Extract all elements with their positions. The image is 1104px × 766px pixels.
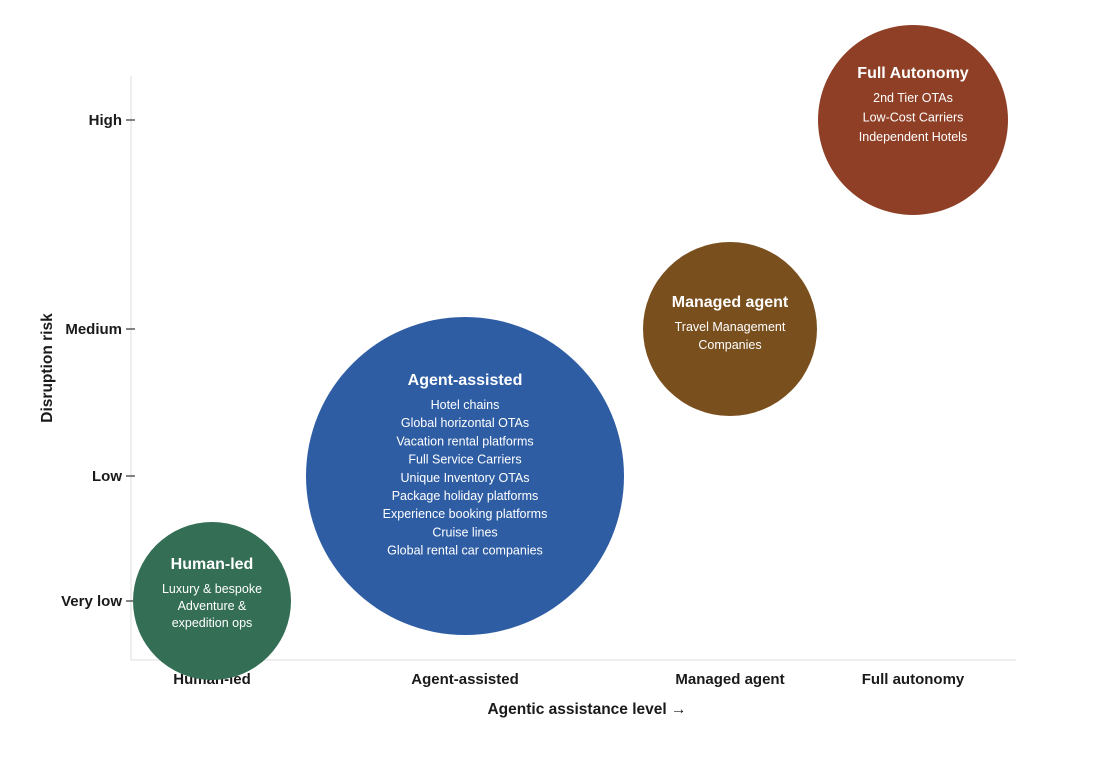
bubble-item-label: Cruise lines xyxy=(432,525,497,539)
y-tick-label: Very low xyxy=(61,593,122,610)
bubble-item-label: Full Service Carriers xyxy=(408,453,521,467)
bubble-item-label: 2nd Tier OTAs xyxy=(873,91,953,105)
bubble xyxy=(133,522,291,680)
y-ticks: Very low Low Medium High xyxy=(61,112,135,610)
y-tick-label: Low xyxy=(92,468,122,485)
bubble xyxy=(818,25,1008,215)
bubble-title: Human-led xyxy=(171,556,254,573)
bubble-item-label: Independent Hotels xyxy=(859,130,967,144)
bubble-title: Managed agent xyxy=(672,294,789,311)
bubble-item-label: Low-Cost Carriers xyxy=(863,111,964,125)
y-tick-label: Medium xyxy=(65,321,122,338)
bubble-item-label: Adventure & xyxy=(178,599,247,613)
bubble-title: Agent-assisted xyxy=(408,372,523,389)
bubble-item-label: Package holiday platforms xyxy=(392,489,539,503)
x-tick-label: Agent-assisted xyxy=(411,671,519,688)
bubble-item-label: Global rental car companies xyxy=(387,544,543,558)
bubble-item-label: Companies xyxy=(698,338,761,352)
y-tick-label: High xyxy=(89,112,122,129)
bubble-title: Full Autonomy xyxy=(857,65,968,82)
x-tick-label: Full autonomy xyxy=(862,671,965,688)
bubble-item-label: expedition ops xyxy=(172,616,253,630)
axes xyxy=(130,76,1016,661)
y-axis-title: Disruption risk xyxy=(39,313,56,423)
bubble xyxy=(306,317,624,635)
bubble-item-label: Experience booking platforms xyxy=(383,507,548,521)
x-tick-label: Managed agent xyxy=(675,671,784,688)
bubble-item-label: Hotel chains xyxy=(431,398,500,412)
bubble xyxy=(643,242,817,416)
bubble-item-label: Vacation rental platforms xyxy=(396,434,533,448)
bubble-item-label: Luxury & bespoke xyxy=(162,582,262,596)
bubble-item-label: Travel Management xyxy=(675,320,786,334)
bubble-item-label: Unique Inventory OTAs xyxy=(401,471,530,485)
bubble-item-label: Global horizontal OTAs xyxy=(401,416,529,430)
x-axis-title: Agentic assistance level → xyxy=(487,701,686,718)
